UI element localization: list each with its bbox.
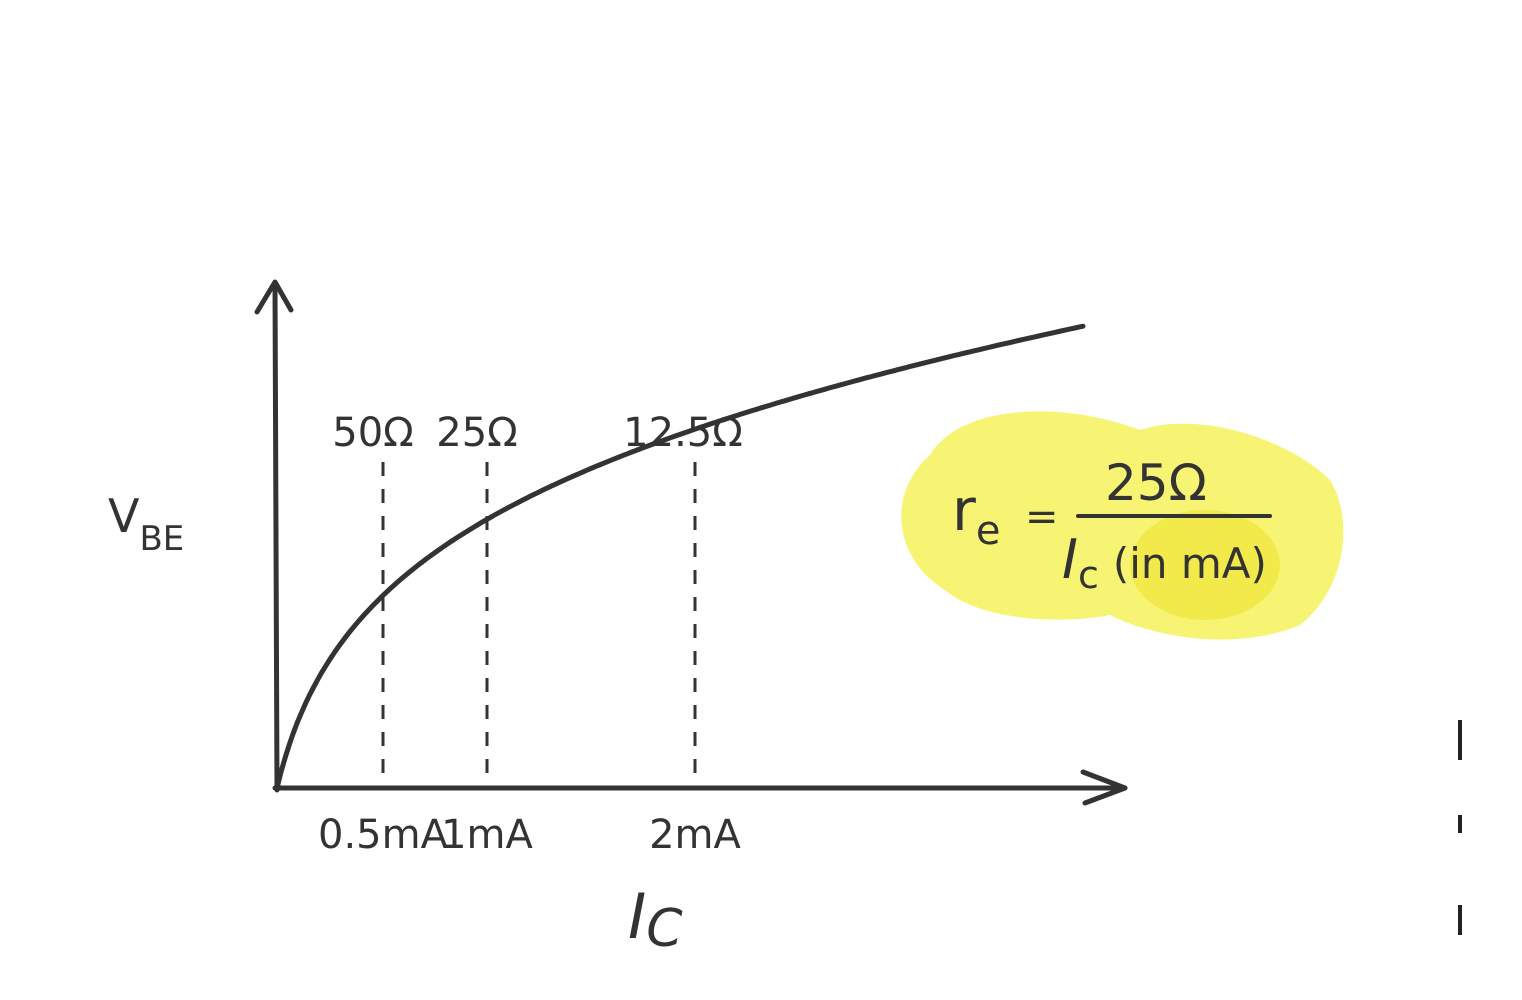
edge-fragment-3 <box>1458 905 1462 935</box>
formula-lhs-sub: e <box>976 508 1001 554</box>
x-axis-label-main: I <box>628 880 646 953</box>
formula-denominator-symbol: I <box>1062 528 1078 591</box>
y-axis-label-sub: BE <box>139 519 184 559</box>
formula-equals: = <box>1025 494 1059 540</box>
x-tick-label-2: 2mA <box>649 812 741 858</box>
formula-denominator: Ic (in mA) <box>1062 528 1267 597</box>
formula-lhs-main: r <box>952 476 976 544</box>
guide-lines <box>381 462 697 788</box>
y-axis-label: VBE <box>108 489 184 559</box>
x-axis-label: IC <box>628 880 683 959</box>
edge-fragment-2 <box>1458 815 1462 833</box>
formula-denominator-unit: (in mA) <box>1113 539 1267 588</box>
axes <box>254 279 1128 806</box>
x-tick-label-1: 1mA <box>441 812 533 858</box>
y-axis <box>272 282 280 793</box>
formula-lhs: re <box>952 476 1000 554</box>
y-axis-arrowhead <box>254 279 294 315</box>
y-axis-label-main: V <box>108 489 140 543</box>
highlight-blob <box>901 411 1344 640</box>
formula-highlight <box>901 411 1344 640</box>
formula-denominator-sub: c <box>1078 553 1099 597</box>
formula-numerator: 25Ω <box>1105 454 1207 512</box>
resistance-label-0: 50Ω <box>332 410 413 456</box>
resistance-label-2: 12.5Ω <box>623 410 743 456</box>
resistance-labels: 50Ω 25Ω 12.5Ω <box>332 410 743 456</box>
formula: re = 25Ω Ic (in mA) <box>952 454 1272 597</box>
vbe-curve <box>274 323 1086 791</box>
edge-fragment-1 <box>1458 720 1462 760</box>
x-axis-arrowhead <box>1080 769 1128 806</box>
resistance-label-1: 25Ω <box>436 410 517 456</box>
x-tick-label-0: 0.5mA <box>318 812 449 858</box>
x-axis-label-sub: C <box>646 899 683 959</box>
highlight-overlap <box>1130 510 1280 620</box>
